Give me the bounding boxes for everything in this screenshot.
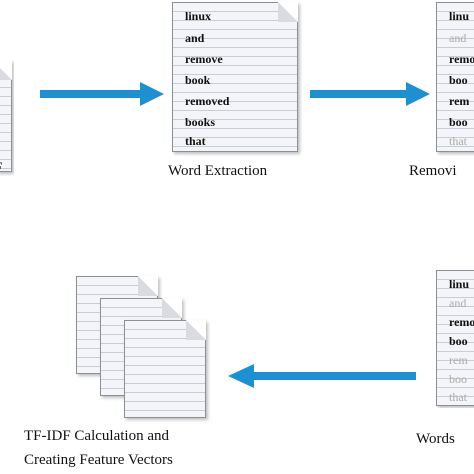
- input-label-partial: F: [0, 160, 2, 177]
- word-item: and: [185, 31, 205, 45]
- tfidf-label-line2: Creating Feature Vectors: [24, 452, 173, 468]
- word-item: rem: [449, 94, 470, 108]
- removing-document-partial: linu and remo boo rem boo that: [436, 0, 474, 156]
- word-item: linu: [449, 277, 470, 291]
- word-item: boo: [449, 73, 468, 87]
- word-item: rem: [449, 353, 468, 367]
- word-item: that: [185, 134, 206, 148]
- word-extraction-document: linux and remove book removed books that: [172, 2, 298, 152]
- arrow-right-1: [40, 82, 164, 106]
- word-item: remove: [185, 52, 223, 66]
- arrow-right-2: [310, 82, 430, 106]
- removing-label-partial: Removi: [409, 163, 457, 179]
- word-item: books: [185, 115, 216, 129]
- word-item: boo: [449, 115, 468, 129]
- word-item: and: [449, 296, 467, 310]
- word-item: removed: [185, 94, 230, 108]
- word-item: remo: [449, 52, 474, 66]
- word-item: that: [449, 390, 467, 404]
- word-item: boo: [449, 334, 468, 348]
- words-label-partial: Words: [416, 431, 455, 447]
- word-extraction-label: Word Extraction: [168, 163, 268, 179]
- word-item: and: [449, 31, 467, 45]
- word-item: remo: [449, 315, 474, 329]
- word-item: linux: [185, 9, 212, 23]
- word-item: that: [449, 134, 467, 148]
- word-item: linu: [449, 9, 470, 23]
- word-item: boo: [449, 372, 467, 386]
- input-document-partial: [0, 60, 14, 176]
- tfidf-label-line1: TF-IDF Calculation and: [24, 428, 169, 444]
- words-document-partial: linu and remo boo rem boo that: [436, 268, 474, 408]
- word-item: book: [185, 73, 211, 87]
- arrow-left: [228, 364, 416, 388]
